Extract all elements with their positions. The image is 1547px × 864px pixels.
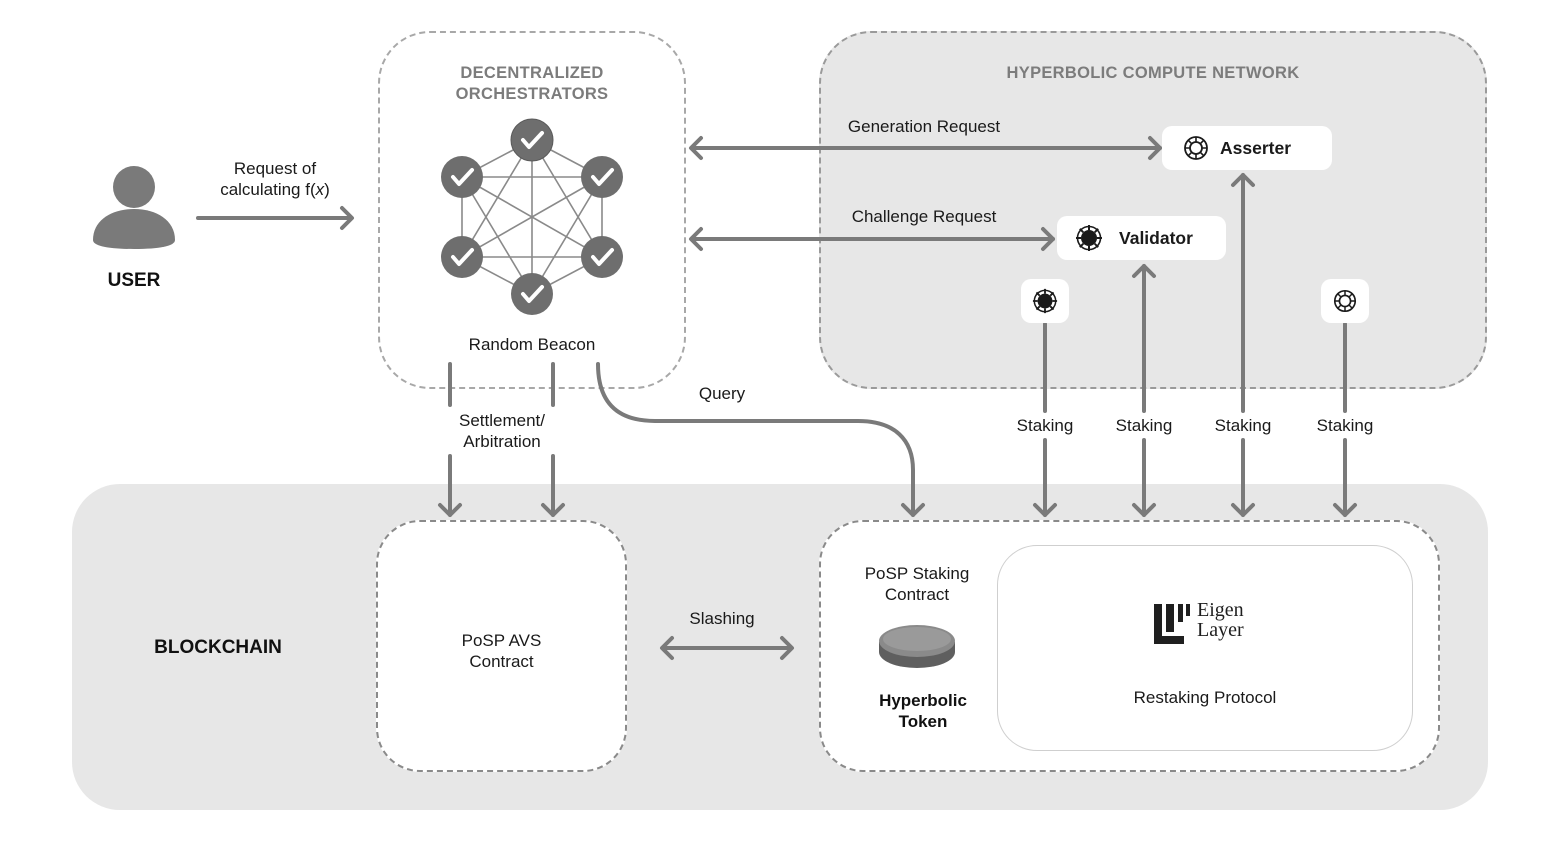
asserter-label: Asserter bbox=[1220, 137, 1292, 158]
blockchain-label: BLOCKCHAIN bbox=[154, 637, 282, 658]
hyperbolic-compute-network-region bbox=[819, 31, 1487, 389]
hyperbolic-token-label-line2: Token bbox=[898, 712, 948, 731]
user-icon bbox=[93, 166, 175, 249]
asserter-icon bbox=[1184, 136, 1208, 160]
asserter-node: Asserter bbox=[1162, 126, 1332, 170]
validator-label: Validator bbox=[1119, 227, 1193, 248]
staking-contract-label-line2: Contract bbox=[884, 585, 950, 604]
node-check-icon bbox=[511, 273, 553, 315]
validator-icon bbox=[1076, 225, 1102, 251]
random-beacon-label: Random Beacon bbox=[468, 335, 596, 354]
avs-contract-label-line1: PoSP AVS bbox=[461, 631, 542, 650]
orchestrators-title-line1: DECENTRALIZED bbox=[460, 64, 604, 82]
restaking-protocol-box bbox=[997, 545, 1413, 751]
staking-contract-label-line1: PoSP Staking bbox=[864, 564, 970, 583]
staking-label-2: Staking bbox=[1115, 416, 1173, 435]
hcn-title: HYPERBOLIC COMPUTE NETWORK bbox=[1006, 64, 1300, 82]
eigenlayer-logo-line2: Layer bbox=[1197, 619, 1244, 641]
orchestrators-title-line2: ORCHESTRATORS bbox=[455, 85, 609, 103]
node-check-icon bbox=[441, 236, 483, 278]
settlement-label-line1: Settlement/ bbox=[459, 411, 545, 430]
validator-node: Validator bbox=[1057, 216, 1226, 260]
hyperbolic-token-label-line1: Hyperbolic bbox=[879, 691, 967, 710]
validator-chip-icon bbox=[1032, 288, 1058, 314]
orchestrator-nodes bbox=[441, 118, 623, 315]
eigenlayer-logo-mark bbox=[1154, 604, 1190, 644]
eigenlayer-logo-line1: Eigen bbox=[1197, 599, 1244, 621]
staking-label-3: Staking bbox=[1214, 416, 1272, 435]
challenge-request-label: Challenge Request bbox=[851, 207, 997, 226]
user-label: USER bbox=[107, 270, 161, 291]
request-label-line2: calculating f(x) bbox=[220, 180, 330, 199]
node-check-icon bbox=[581, 236, 623, 278]
query-label: Query bbox=[698, 384, 746, 403]
slashing-label: Slashing bbox=[689, 609, 755, 628]
node-check-icon bbox=[581, 156, 623, 198]
restaking-protocol-label: Restaking Protocol bbox=[1133, 688, 1277, 707]
posp-avs-contract-box bbox=[376, 520, 627, 772]
validator-chip bbox=[1021, 279, 1069, 323]
coin-stack-icon bbox=[879, 625, 955, 668]
node-check-icon bbox=[441, 156, 483, 198]
node-check-icon bbox=[510, 118, 554, 162]
asserter-chip bbox=[1321, 279, 1369, 323]
query-arrow bbox=[596, 362, 915, 517]
avs-contract-label-line2: Contract bbox=[469, 652, 534, 671]
staking-label-4: Staking bbox=[1316, 416, 1374, 435]
orchestrator-network-icon bbox=[461, 139, 603, 295]
asserter-chip-icon bbox=[1333, 289, 1357, 313]
generation-request-label: Generation Request bbox=[847, 117, 1001, 136]
request-label-line1: Request of bbox=[233, 159, 317, 178]
staking-label-1: Staking bbox=[1016, 416, 1074, 435]
eigenlayer-logo-text: Eigen Layer bbox=[1197, 600, 1244, 640]
settlement-label-line2: Arbitration bbox=[463, 432, 541, 451]
